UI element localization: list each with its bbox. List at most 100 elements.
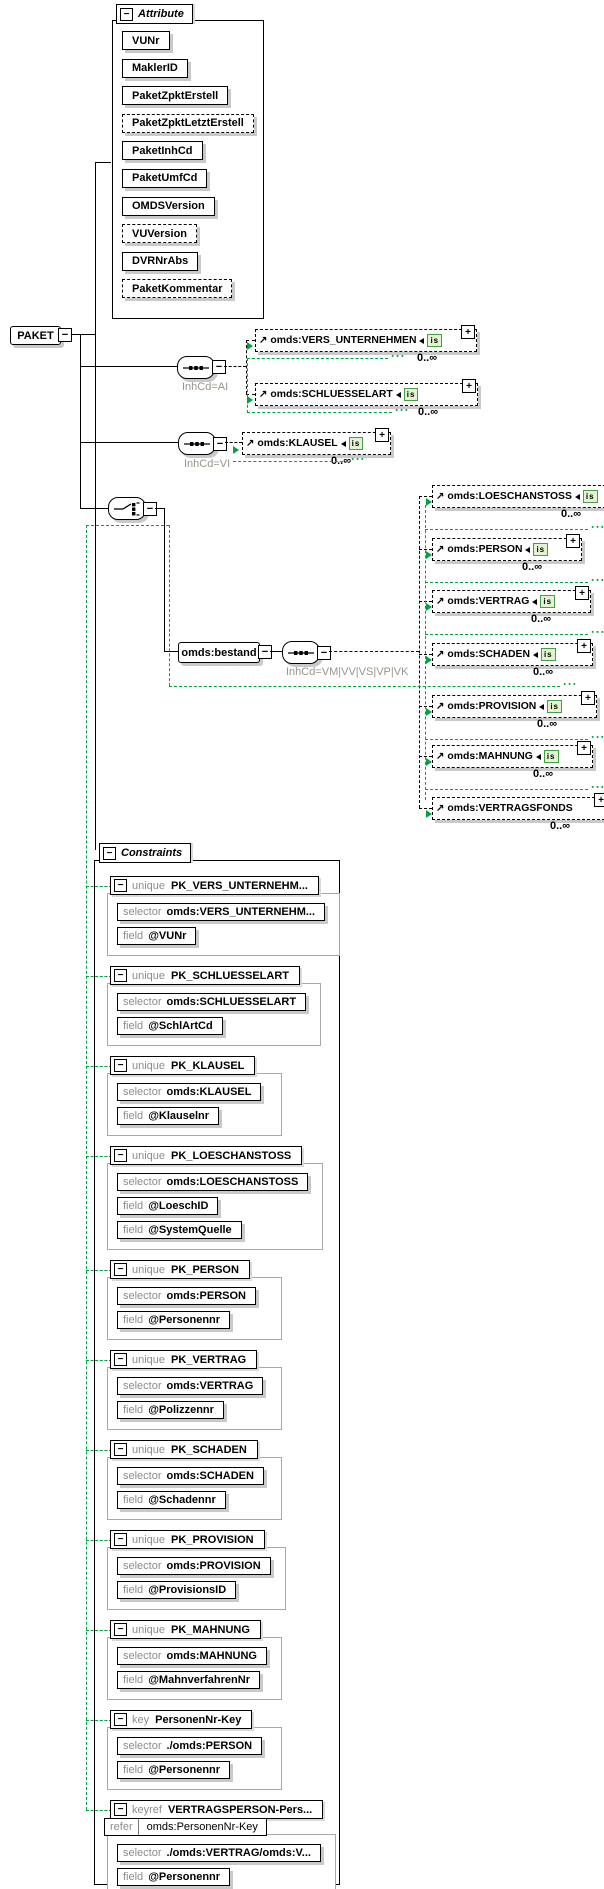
collapse-icon[interactable]: − xyxy=(114,879,127,892)
identity-type-icon: is xyxy=(427,334,443,347)
sequence-ai-collapse-button[interactable]: − xyxy=(212,360,226,374)
constraint-field-row[interactable]: field@LoeschID xyxy=(117,1197,219,1215)
attribute-box[interactable]: DVRNrAbs xyxy=(122,251,199,271)
attribute-box[interactable]: OMDSVersion xyxy=(122,196,215,216)
attribute-box[interactable]: VUVersion xyxy=(122,224,198,244)
expand-button[interactable]: + xyxy=(577,639,591,653)
constraint-field-row[interactable]: field@Schadennr xyxy=(117,1491,226,1509)
collapse-icon[interactable]: − xyxy=(114,1059,127,1072)
selector-value: omds:SCHADEN xyxy=(166,1470,254,1482)
collapse-icon[interactable]: − xyxy=(120,7,133,21)
constraint-field-row[interactable]: field@MahnverfahrenNr xyxy=(117,1671,260,1689)
collapse-icon[interactable]: − xyxy=(114,1443,127,1456)
expand-button[interactable]: + xyxy=(462,379,476,393)
selector-value: ./omds:PERSON xyxy=(166,1740,253,1752)
constraint-field-row[interactable]: field@Klauselnr xyxy=(117,1107,220,1125)
constraint-field-row[interactable]: field@VUNr xyxy=(117,927,197,945)
constraint-field-row[interactable]: field@Polizzennr xyxy=(117,1401,224,1419)
sequence-bestand-collapse-button[interactable]: − xyxy=(317,646,331,660)
field-value: @Polizzennr xyxy=(148,1404,214,1416)
element-omds-vertragsfonds[interactable]: ↗omds:VERTRAGSFONDS+ xyxy=(432,793,604,820)
element-bestand[interactable]: omds:bestand xyxy=(178,642,260,663)
expand-button[interactable]: + xyxy=(594,793,604,807)
element-paket[interactable]: PAKET xyxy=(10,326,61,345)
collapse-icon[interactable]: − xyxy=(114,1623,127,1636)
collapse-icon[interactable]: − xyxy=(114,1263,127,1276)
attribute-box[interactable]: PaketKommentar xyxy=(122,279,233,299)
collapse-icon[interactable]: − xyxy=(114,1149,127,1162)
constraint-field-row[interactable]: field@SystemQuelle xyxy=(117,1221,242,1239)
attribute-box[interactable]: PaketZpktLetztErstell xyxy=(122,113,254,133)
attribute-box[interactable]: PaketZpktErstell xyxy=(122,86,229,106)
choice-compositor[interactable] xyxy=(108,497,146,520)
constraint-field-row[interactable]: field@Personennr xyxy=(117,1311,231,1329)
sequence-vi-collapse-button[interactable]: − xyxy=(213,437,227,451)
link-continuation-dots-icon: ∙∙∙ xyxy=(591,625,604,639)
attribute-box[interactable]: MaklerID xyxy=(122,58,188,78)
attribute-box[interactable]: PaketInhCd xyxy=(122,141,203,161)
attribute-box[interactable]: VUNr xyxy=(122,31,170,50)
sequence-compositor-ai[interactable] xyxy=(177,356,215,379)
choice-collapse-button[interactable]: − xyxy=(143,502,157,516)
constraint-field-row[interactable]: field@Personennr xyxy=(117,1761,231,1779)
bestand-collapse-button[interactable]: − xyxy=(258,645,272,659)
constraint-field-row[interactable]: field@SchlArtCd xyxy=(117,1017,223,1035)
expand-button[interactable]: + xyxy=(566,534,580,548)
paket-collapse-button[interactable]: − xyxy=(58,328,72,342)
collapse-icon[interactable]: − xyxy=(114,1353,127,1366)
expand-button[interactable]: + xyxy=(461,325,475,339)
collapse-icon[interactable]: − xyxy=(114,1803,127,1816)
expand-button[interactable]: + xyxy=(581,691,595,705)
sequence-compositor-bestand[interactable] xyxy=(282,641,320,664)
constraint-field-row[interactable]: field@ProvisionsID xyxy=(117,1581,237,1599)
constraint-selector-row[interactable]: selector./omds:VERTRAG/omds:V... xyxy=(117,1844,321,1862)
expand-button[interactable]: + xyxy=(577,741,591,755)
collapse-icon[interactable]: − xyxy=(114,1713,127,1726)
sequence-compositor-vi[interactable] xyxy=(178,432,216,455)
connector-line xyxy=(86,1066,112,1067)
constraint-selector-row[interactable]: selector./omds:PERSON xyxy=(117,1737,263,1755)
link-continuation-dots-icon: ∙∙∙ xyxy=(395,403,410,417)
collapse-icon[interactable]: − xyxy=(114,1533,127,1546)
collapse-icon[interactable]: − xyxy=(114,969,127,982)
expand-button[interactable]: + xyxy=(375,428,389,442)
collapse-icon[interactable]: − xyxy=(103,846,116,860)
attribute-box[interactable]: PaketUmfCd xyxy=(122,168,208,188)
expand-button[interactable]: + xyxy=(575,586,589,600)
constraint-field-row[interactable]: field@Personennr xyxy=(117,1868,231,1886)
attribute-panel-tab: − Attribute xyxy=(116,4,193,24)
constraint-name: PK_LOESCHANSTOSS xyxy=(171,1149,292,1162)
